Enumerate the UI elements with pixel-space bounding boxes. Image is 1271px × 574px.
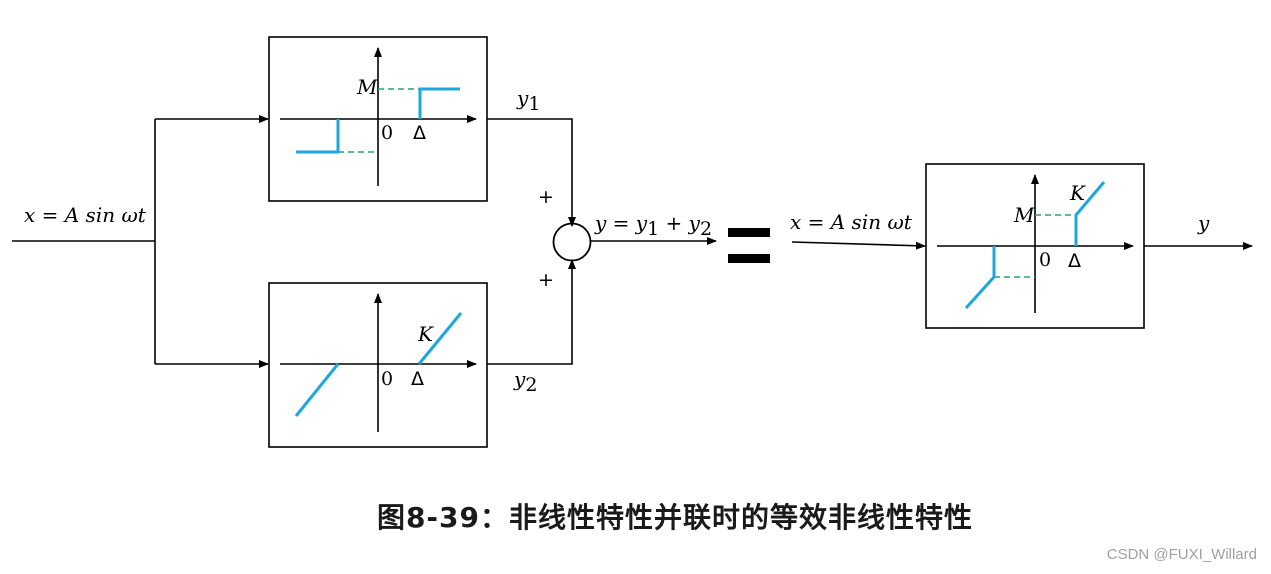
- input-signal: x = A sin ωt: [12, 203, 155, 242]
- summing-circle: [552, 222, 592, 262]
- equivalent-level-label: M: [1013, 203, 1035, 227]
- dead-zone-threshold-label: Δ: [411, 368, 424, 390]
- dead-zone-positive-branch: [417, 312, 463, 365]
- relay-origin-label: 0: [381, 122, 393, 144]
- relay-threshold-label: Δ: [413, 122, 426, 144]
- input-label: x = A sin ωt: [24, 203, 147, 227]
- equivalent-input-label: x = A sin ωt: [790, 210, 913, 234]
- sum-output-label: y = y1 + y2: [594, 211, 712, 240]
- dead-zone-origin-label: 0: [381, 368, 393, 390]
- equivalent-output-label: y: [1197, 211, 1210, 235]
- equivalent-origin-label: 0: [1039, 249, 1051, 271]
- dead-zone-slope-label: K: [417, 322, 434, 346]
- dead-zone-block: K 0 Δ: [268, 282, 488, 448]
- equivalent-positive-branch: [1074, 181, 1106, 246]
- plus-sign-bottom: +: [538, 269, 554, 291]
- relay-level-label: M: [356, 75, 378, 99]
- equivalent-negative-branch: [964, 246, 996, 310]
- equivalent-slope-label: K: [1069, 181, 1086, 205]
- plus-sign-top: +: [538, 186, 554, 208]
- equivalent-input-line: [791, 241, 926, 250]
- branch-outputs: y1 y2: [487, 86, 576, 396]
- watermark: CSDN @FUXI_Willard: [1106, 546, 1257, 563]
- dead-zone-relay-block: M 0 Δ: [268, 36, 488, 202]
- split-branches: [154, 115, 269, 368]
- equals-sign: [728, 228, 770, 263]
- dead-zone-block-frame: [268, 282, 488, 448]
- relay-negative-branch: [296, 119, 340, 154]
- equivalent-threshold-label: Δ: [1068, 250, 1081, 272]
- relay-positive-branch: [418, 87, 460, 119]
- equivalent-block: x = A sin ωt M K 0 Δ y: [790, 163, 1253, 329]
- output-y2-label: y2: [513, 367, 537, 396]
- summing-junction: + + y = y1 + y2: [538, 186, 717, 291]
- figure-caption: 图8-39：非线性特性并联时的等效非线性特性: [376, 501, 974, 534]
- dead-zone-negative-branch: [294, 363, 340, 417]
- output-y1-label: y1: [516, 86, 540, 115]
